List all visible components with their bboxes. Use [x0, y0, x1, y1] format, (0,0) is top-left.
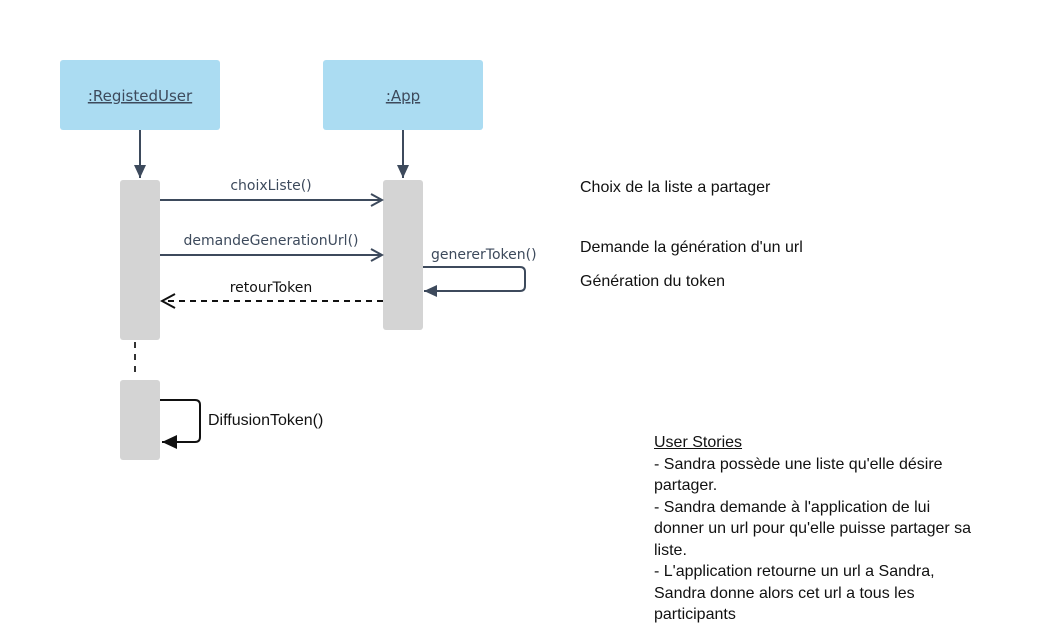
lifeline-label-app: :App — [386, 87, 420, 105]
note-choix-liste: Choix de la liste a partager — [580, 179, 771, 196]
message-label-generer-token: genererToken() — [431, 247, 537, 263]
user-story-line: donner un url pour qu'elle puisse partag… — [654, 520, 972, 537]
lifeline-registed-user: :RegistedUser — [60, 60, 220, 130]
lifeline-box-user — [60, 60, 220, 130]
message-label-diffusion-token: DiffusionToken() — [208, 412, 323, 429]
message-arrow-diffusion-token — [160, 399, 201, 449]
user-story-line: - L'application retourne un url a Sandra… — [654, 563, 935, 580]
lifeline-box-app — [323, 60, 483, 130]
user-story-line: - Sandra demande à l'application de lui — [654, 498, 931, 516]
note-demande-url: Demande la génération d'un url — [580, 239, 803, 256]
user-story-line: partager. — [654, 477, 718, 494]
user-story-line: - Sandra possède une liste qu'elle désir… — [654, 455, 943, 473]
message-label-demande-generation-url: demandeGenerationUrl() — [183, 233, 358, 249]
activation-bar-app — [383, 180, 423, 330]
lifeline-label-user: :RegistedUser — [88, 87, 193, 105]
message-label-retour-token: retourToken — [230, 280, 313, 296]
note-generation-token: Génération du token — [580, 273, 725, 290]
user-story-line: Sandra donne alors cet url a tous les — [654, 584, 915, 602]
activation-bar-user-1 — [120, 180, 160, 340]
message-arrow-generer-token — [423, 266, 526, 297]
activation-bar-user-2 — [120, 380, 160, 460]
message-label-choix-liste: choixListe() — [230, 178, 311, 194]
user-story-line: participants — [654, 606, 736, 623]
lifeline-app: :App — [323, 60, 483, 130]
user-stories-title: User Stories — [654, 434, 743, 451]
user-stories: User Stories - Sandra possède une liste … — [654, 432, 1024, 626]
user-story-line: liste. — [654, 541, 687, 559]
